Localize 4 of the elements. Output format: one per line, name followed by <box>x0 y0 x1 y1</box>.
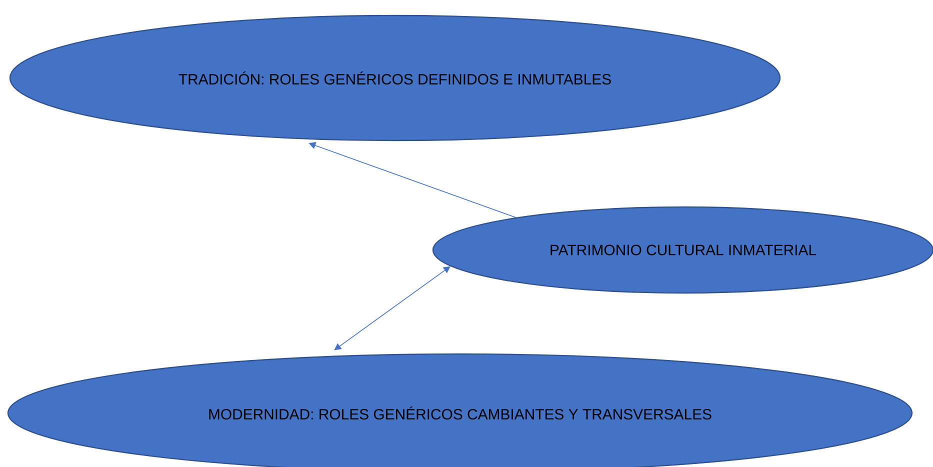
ellipse-node: TRADICIÓN: ROLES GENÉRICOS DEFINIDOS E INMUTABLES <box>9 14 781 142</box>
ellipse-node: MODERNIDAD: ROLES GENÉRICOS CAMBIANTES Y TRANSVERSALES <box>7 353 913 467</box>
ellipse-node: PATRIMONIO CULTURAL INMATERIAL <box>432 206 933 294</box>
arrow <box>334 266 450 350</box>
